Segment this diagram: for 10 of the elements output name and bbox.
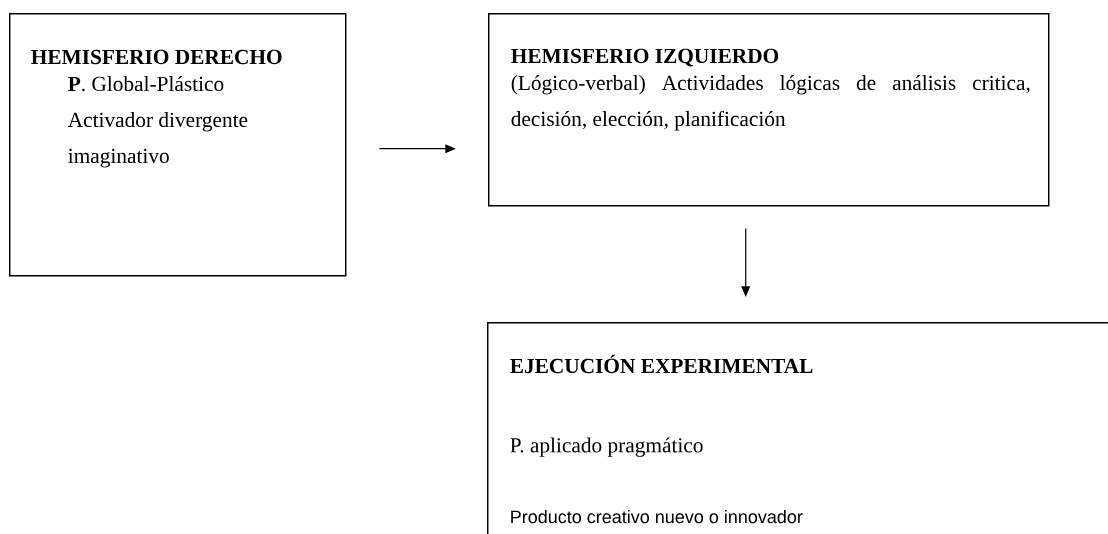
process-box (9, 13, 347, 277)
box-text: P. aplicado pragmático (510, 437, 703, 457)
process-box (488, 13, 1050, 207)
box-heading: EJECUCIÓN EXPERIMENTAL (510, 354, 813, 374)
box-heading: HEMISFERIO DERECHO (31, 49, 282, 65)
box-text: (Lógico-verbal) Actividades lógicas de análisis critica, decisión, elección, planificación (511, 75, 1030, 131)
process-box (487, 322, 1108, 534)
box-text: Producto creativo nuevo o innovador (511, 510, 803, 524)
box-text: P. Global-Plástico Activador divergente imaginativo (67, 76, 248, 168)
box-heading: HEMISFERIO IZQUIERDO (511, 48, 779, 67)
